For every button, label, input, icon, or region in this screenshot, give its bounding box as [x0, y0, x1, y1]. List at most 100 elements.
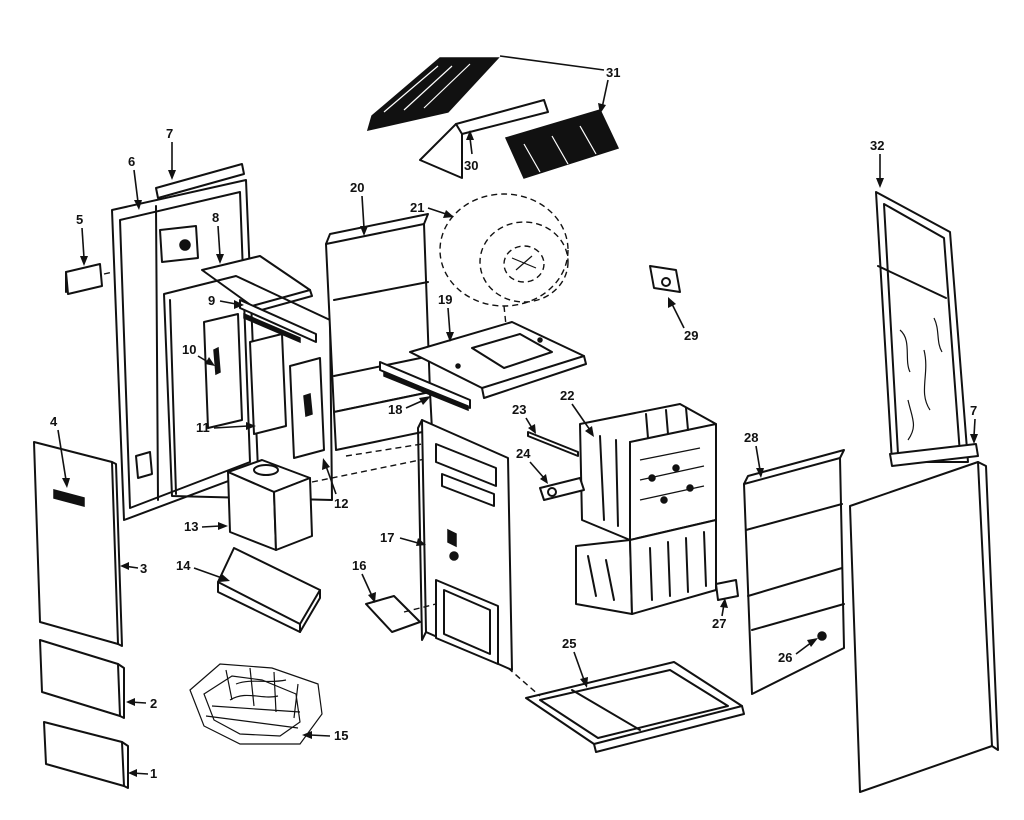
svg-text:22: 22: [560, 388, 574, 403]
part-5-bracket: [65, 261, 161, 295]
svg-text:9: 9: [208, 293, 215, 308]
callout-20: 20: [350, 180, 368, 236]
callout-22: 22: [560, 388, 594, 437]
part-13-box: [227, 457, 431, 551]
part-31-filter-right: [504, 109, 620, 179]
part-15-burner-assembly: [189, 663, 323, 745]
part-21-blower: [439, 193, 569, 365]
svg-text:16: 16: [352, 558, 366, 573]
part-17-cabinet: [345, 419, 513, 671]
svg-text:7: 7: [166, 126, 173, 141]
part-1-kick-panel: [43, 721, 129, 789]
svg-text:27: 27: [712, 616, 726, 631]
callout-8: 8: [212, 210, 224, 264]
callout-11: 11: [196, 420, 256, 435]
svg-text:28: 28: [744, 430, 758, 445]
callout-14: 14: [176, 558, 230, 582]
callout-31: 31: [499, 55, 620, 114]
callout-17: 17: [380, 530, 426, 546]
part-14-tray: [217, 547, 321, 633]
svg-text:18: 18: [388, 402, 402, 417]
svg-text:10: 10: [182, 342, 196, 357]
part-31-filter-left: [366, 57, 500, 132]
callout-16: 16: [352, 558, 376, 603]
svg-text:24: 24: [516, 446, 531, 461]
svg-text:8: 8: [212, 210, 219, 225]
svg-text:11: 11: [196, 420, 210, 435]
svg-text:5: 5: [76, 212, 83, 227]
callout-3: 3: [120, 561, 147, 576]
part-24-fitting: [539, 477, 585, 501]
part-2-lower-panel: [39, 639, 125, 719]
callout-7-right: 7: [970, 403, 978, 444]
part-10-panel: [203, 313, 243, 429]
callout-25: 25: [562, 636, 588, 688]
callout-13: 13: [184, 519, 228, 534]
svg-text:21: 21: [410, 200, 424, 215]
part-22-heat-exchanger: [575, 403, 717, 615]
svg-text:26: 26: [778, 650, 792, 665]
part-32-panel-frame: [875, 191, 979, 467]
part-23-rod: [527, 431, 579, 457]
svg-text:3: 3: [140, 561, 147, 576]
svg-text:12: 12: [334, 496, 348, 511]
svg-text:6: 6: [128, 154, 135, 169]
callout-30: 30: [464, 130, 478, 173]
callout-1: 1: [128, 766, 157, 781]
callout-28: 28: [744, 430, 764, 478]
part-7-top-strip: [155, 163, 245, 199]
callout-2: 2: [126, 696, 157, 711]
svg-text:17: 17: [380, 530, 394, 545]
callout-15: 15: [302, 728, 348, 743]
part-right-door-panel: [849, 461, 999, 793]
callout-24: 24: [516, 446, 548, 484]
callout-29: 29: [668, 297, 698, 343]
callout-21: 21: [410, 200, 454, 218]
part-11-panel: [249, 333, 287, 435]
part-19-top-plate: [409, 321, 587, 399]
part-3-door-panel: [33, 441, 123, 647]
svg-text:4: 4: [50, 414, 58, 429]
callout-18: 18: [388, 396, 431, 417]
svg-text:29: 29: [684, 328, 698, 343]
part-9-rail: [239, 299, 317, 344]
part-29-bracket: [649, 265, 681, 293]
svg-text:13: 13: [184, 519, 198, 534]
svg-text:19: 19: [438, 292, 452, 307]
svg-text:31: 31: [606, 65, 620, 80]
callout-7: 7: [166, 126, 176, 180]
part-18-rail: [379, 361, 471, 412]
part-16-fitting: [365, 595, 437, 633]
svg-text:14: 14: [176, 558, 191, 573]
svg-text:25: 25: [562, 636, 576, 651]
svg-text:1: 1: [150, 766, 157, 781]
inner-cabinet-frame: [163, 275, 333, 501]
svg-text:2: 2: [150, 696, 157, 711]
svg-text:15: 15: [334, 728, 348, 743]
part-27-fitting: [715, 579, 739, 601]
part-12-door: [289, 357, 325, 459]
svg-text:30: 30: [464, 158, 478, 173]
callout-26: 26: [778, 638, 818, 665]
callout-6: 6: [128, 154, 142, 210]
part-20-panel: [325, 213, 433, 451]
callout-9: 9: [208, 293, 244, 309]
callout-10: 10: [182, 342, 215, 366]
callout-12: 12: [322, 458, 348, 511]
callout-4: 4: [50, 414, 70, 488]
callout-5: 5: [76, 212, 88, 266]
svg-text:23: 23: [512, 402, 526, 417]
callout-27: 27: [712, 598, 728, 631]
svg-text:32: 32: [870, 138, 884, 153]
part-30-filter-rack: [419, 99, 549, 179]
part-25-base-tray: [507, 661, 745, 753]
part-26-plug: [817, 631, 827, 641]
part-28-side-panel: [743, 449, 845, 695]
svg-text:20: 20: [350, 180, 364, 195]
svg-text:7: 7: [970, 403, 977, 418]
callout-23: 23: [512, 402, 536, 434]
callout-32: 32: [870, 138, 884, 188]
callout-19: 19: [438, 292, 454, 342]
